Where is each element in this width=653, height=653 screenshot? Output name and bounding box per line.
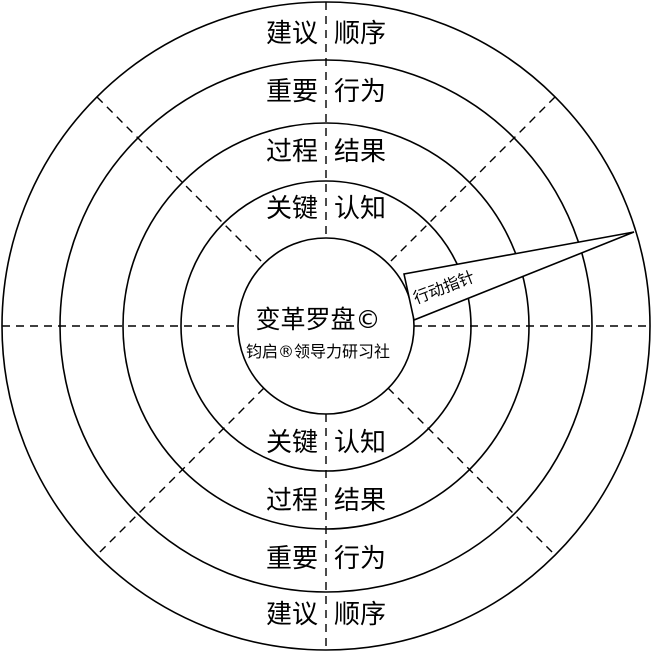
center-title: 变革罗盘© [255,305,380,334]
ring-top-2-right: 行为 [334,77,386,107]
ring-top-3-left: 过程 [266,137,318,167]
axis-diag-tl [96,96,265,265]
ring-bottom-4-left: 建议 [266,600,318,630]
ring-labels-bottom: 关键 认知 过程 结果 重要 行为 建议 顺序 [266,428,386,630]
ring-top-1-right: 顺序 [334,19,386,49]
ring-bottom-3-left: 重要 [266,544,318,574]
ring-top-1-left: 建议 [266,19,318,49]
ring-bottom-2-right: 结果 [334,486,386,516]
ring-top-4-right: 认知 [334,194,386,224]
center-subtitle: 钧启®领导力研习社 [246,342,390,361]
ring-labels-top: 建议 顺序 重要 行为 过程 结果 关键 认知 [266,19,386,224]
axis-diag-bl [96,387,265,556]
ring-bottom-3-right: 行为 [334,544,386,574]
ring-top-2-left: 重要 [266,77,318,107]
action-pointer [403,231,635,322]
ring-bottom-4-right: 顺序 [334,600,386,630]
ring-top-3-right: 结果 [334,137,386,167]
ring-bottom-1-left: 关键 [266,428,318,458]
ring-bottom-1-right: 认知 [334,428,386,458]
axis-diag-br [387,387,556,556]
axis-diag-tr [387,96,556,265]
ring-bottom-2-left: 过程 [266,486,318,516]
ring-top-4-left: 关键 [266,194,318,224]
